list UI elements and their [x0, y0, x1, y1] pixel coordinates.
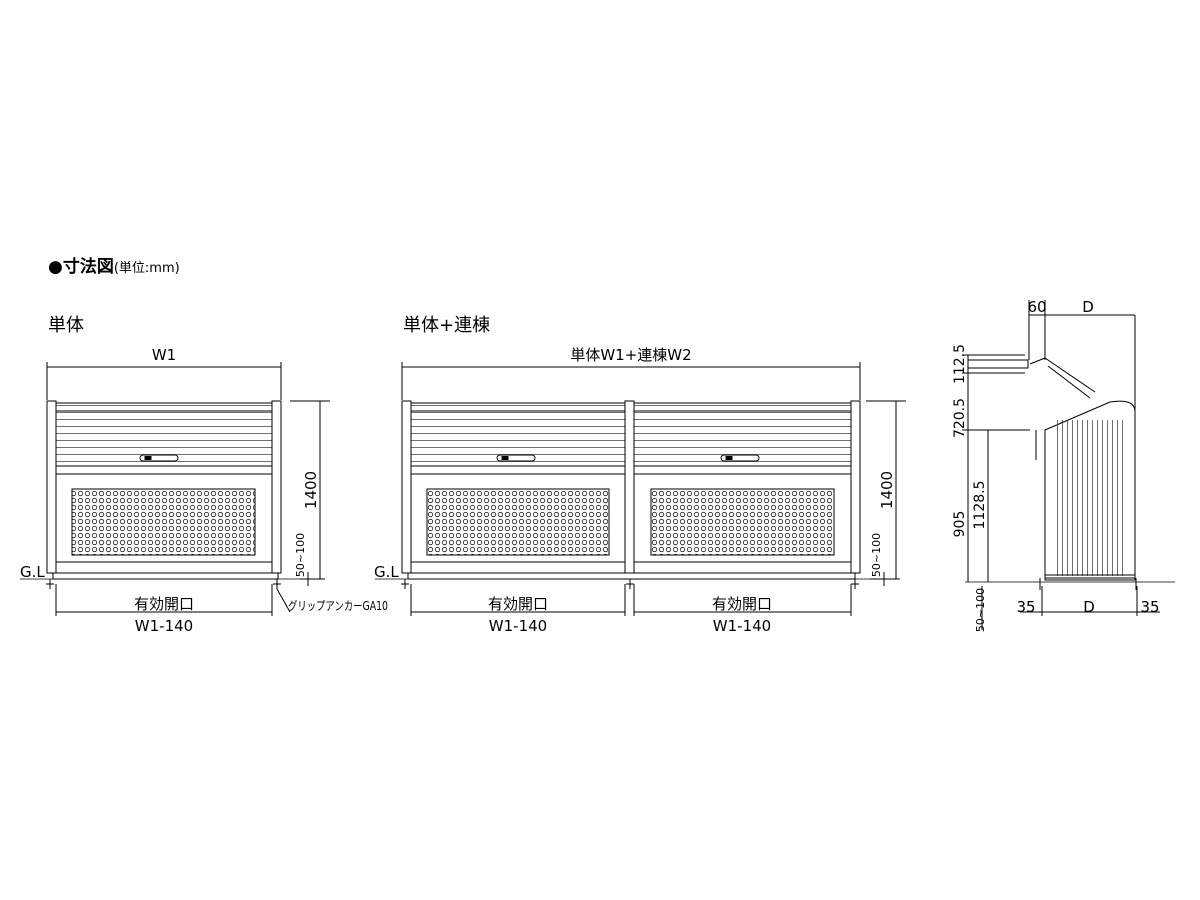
linked-gap-label: 50~100: [870, 533, 883, 577]
single-width-label: W1: [152, 346, 176, 364]
page-title: 寸法図: [62, 257, 114, 277]
single-view-title: 単体: [48, 315, 84, 336]
single-unit-drawing: [20, 362, 330, 616]
single-gl-label: G.L: [20, 563, 45, 581]
page-title-group: ●寸法図(単位:mm): [48, 259, 180, 276]
side-view-drawing: [962, 300, 1175, 630]
linked-height-label: 1400: [878, 471, 896, 509]
side-dim-905: 905: [952, 511, 968, 538]
single-height-label: 1400: [302, 471, 320, 509]
single-opening-label: 有効開口: [134, 595, 194, 613]
side-dim-720-5: 720.5: [952, 398, 968, 438]
bullet-icon: ●: [48, 257, 63, 277]
side-top-60: 60: [1027, 298, 1046, 316]
side-bottom-35-right: 35: [1140, 598, 1159, 616]
side-top-d: D: [1082, 298, 1094, 316]
side-bottom-d: D: [1083, 598, 1095, 616]
linked-gl-label: G.L: [374, 563, 399, 581]
side-bottom-35-left: 35: [1016, 598, 1035, 616]
linked-opening-dim-1: W1-140: [489, 617, 547, 635]
unit-note: (単位:mm): [113, 261, 180, 276]
single-gap-label: 50~100: [294, 533, 307, 577]
side-dim-1128-5: 1128.5: [972, 481, 988, 530]
linked-width-label: 単体W1+連棟W2: [570, 346, 691, 364]
anchor-label: グリップアンカーGA10: [288, 599, 388, 613]
side-gap-label: 50~100: [974, 588, 987, 632]
linked-opening-label-1: 有効開口: [488, 595, 548, 613]
linked-unit-drawing: [375, 362, 906, 616]
linked-view-title: 単体+連棟: [403, 315, 491, 336]
single-opening-dim: W1-140: [135, 617, 193, 635]
linked-opening-dim-2: W1-140: [713, 617, 771, 635]
linked-opening-label-2: 有効開口: [712, 595, 772, 613]
side-dim-112-5: 112.5: [952, 344, 968, 384]
